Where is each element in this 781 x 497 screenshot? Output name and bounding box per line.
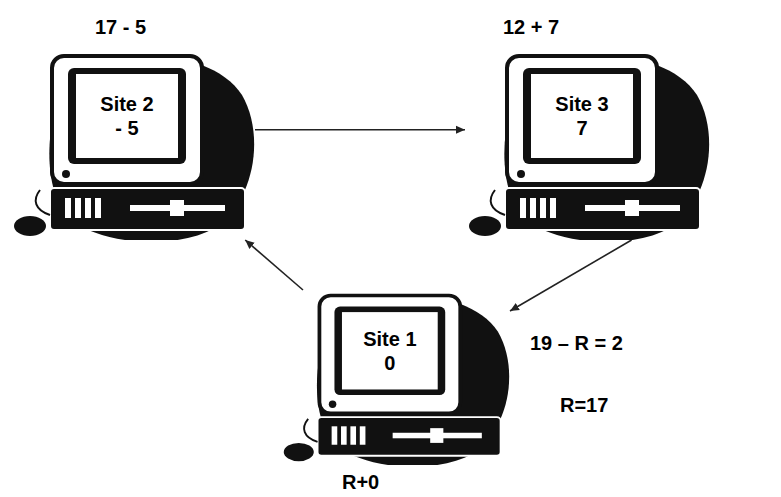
flow-arrow xyxy=(245,240,303,290)
site-name: Site 3 xyxy=(555,92,608,116)
site-value: - 5 xyxy=(115,116,138,140)
computer-site: Site 2- 5 xyxy=(10,50,255,240)
site-value: 7 xyxy=(576,116,587,140)
monitor-screen: Site 10 xyxy=(342,312,438,389)
value-label: 17 - 5 xyxy=(95,16,146,38)
value-label: R+0 xyxy=(342,471,379,493)
site-name: Site 1 xyxy=(363,327,416,351)
value-label: 19 – R = 2 xyxy=(530,332,623,354)
flow-arrow xyxy=(255,129,465,131)
computer-site: Site 10 xyxy=(280,290,510,465)
value-label: R=17 xyxy=(560,394,608,416)
monitor-screen: Site 37 xyxy=(531,74,633,158)
computer-icon xyxy=(10,50,255,240)
computer-site: Site 37 xyxy=(465,50,710,240)
value-label: 12 + 7 xyxy=(503,16,559,38)
site-name: Site 2 xyxy=(100,92,153,116)
flow-arrow xyxy=(510,240,632,311)
monitor-screen: Site 2- 5 xyxy=(76,74,178,158)
computer-icon xyxy=(465,50,710,240)
computer-icon xyxy=(280,290,510,465)
site-value: 0 xyxy=(384,351,395,375)
